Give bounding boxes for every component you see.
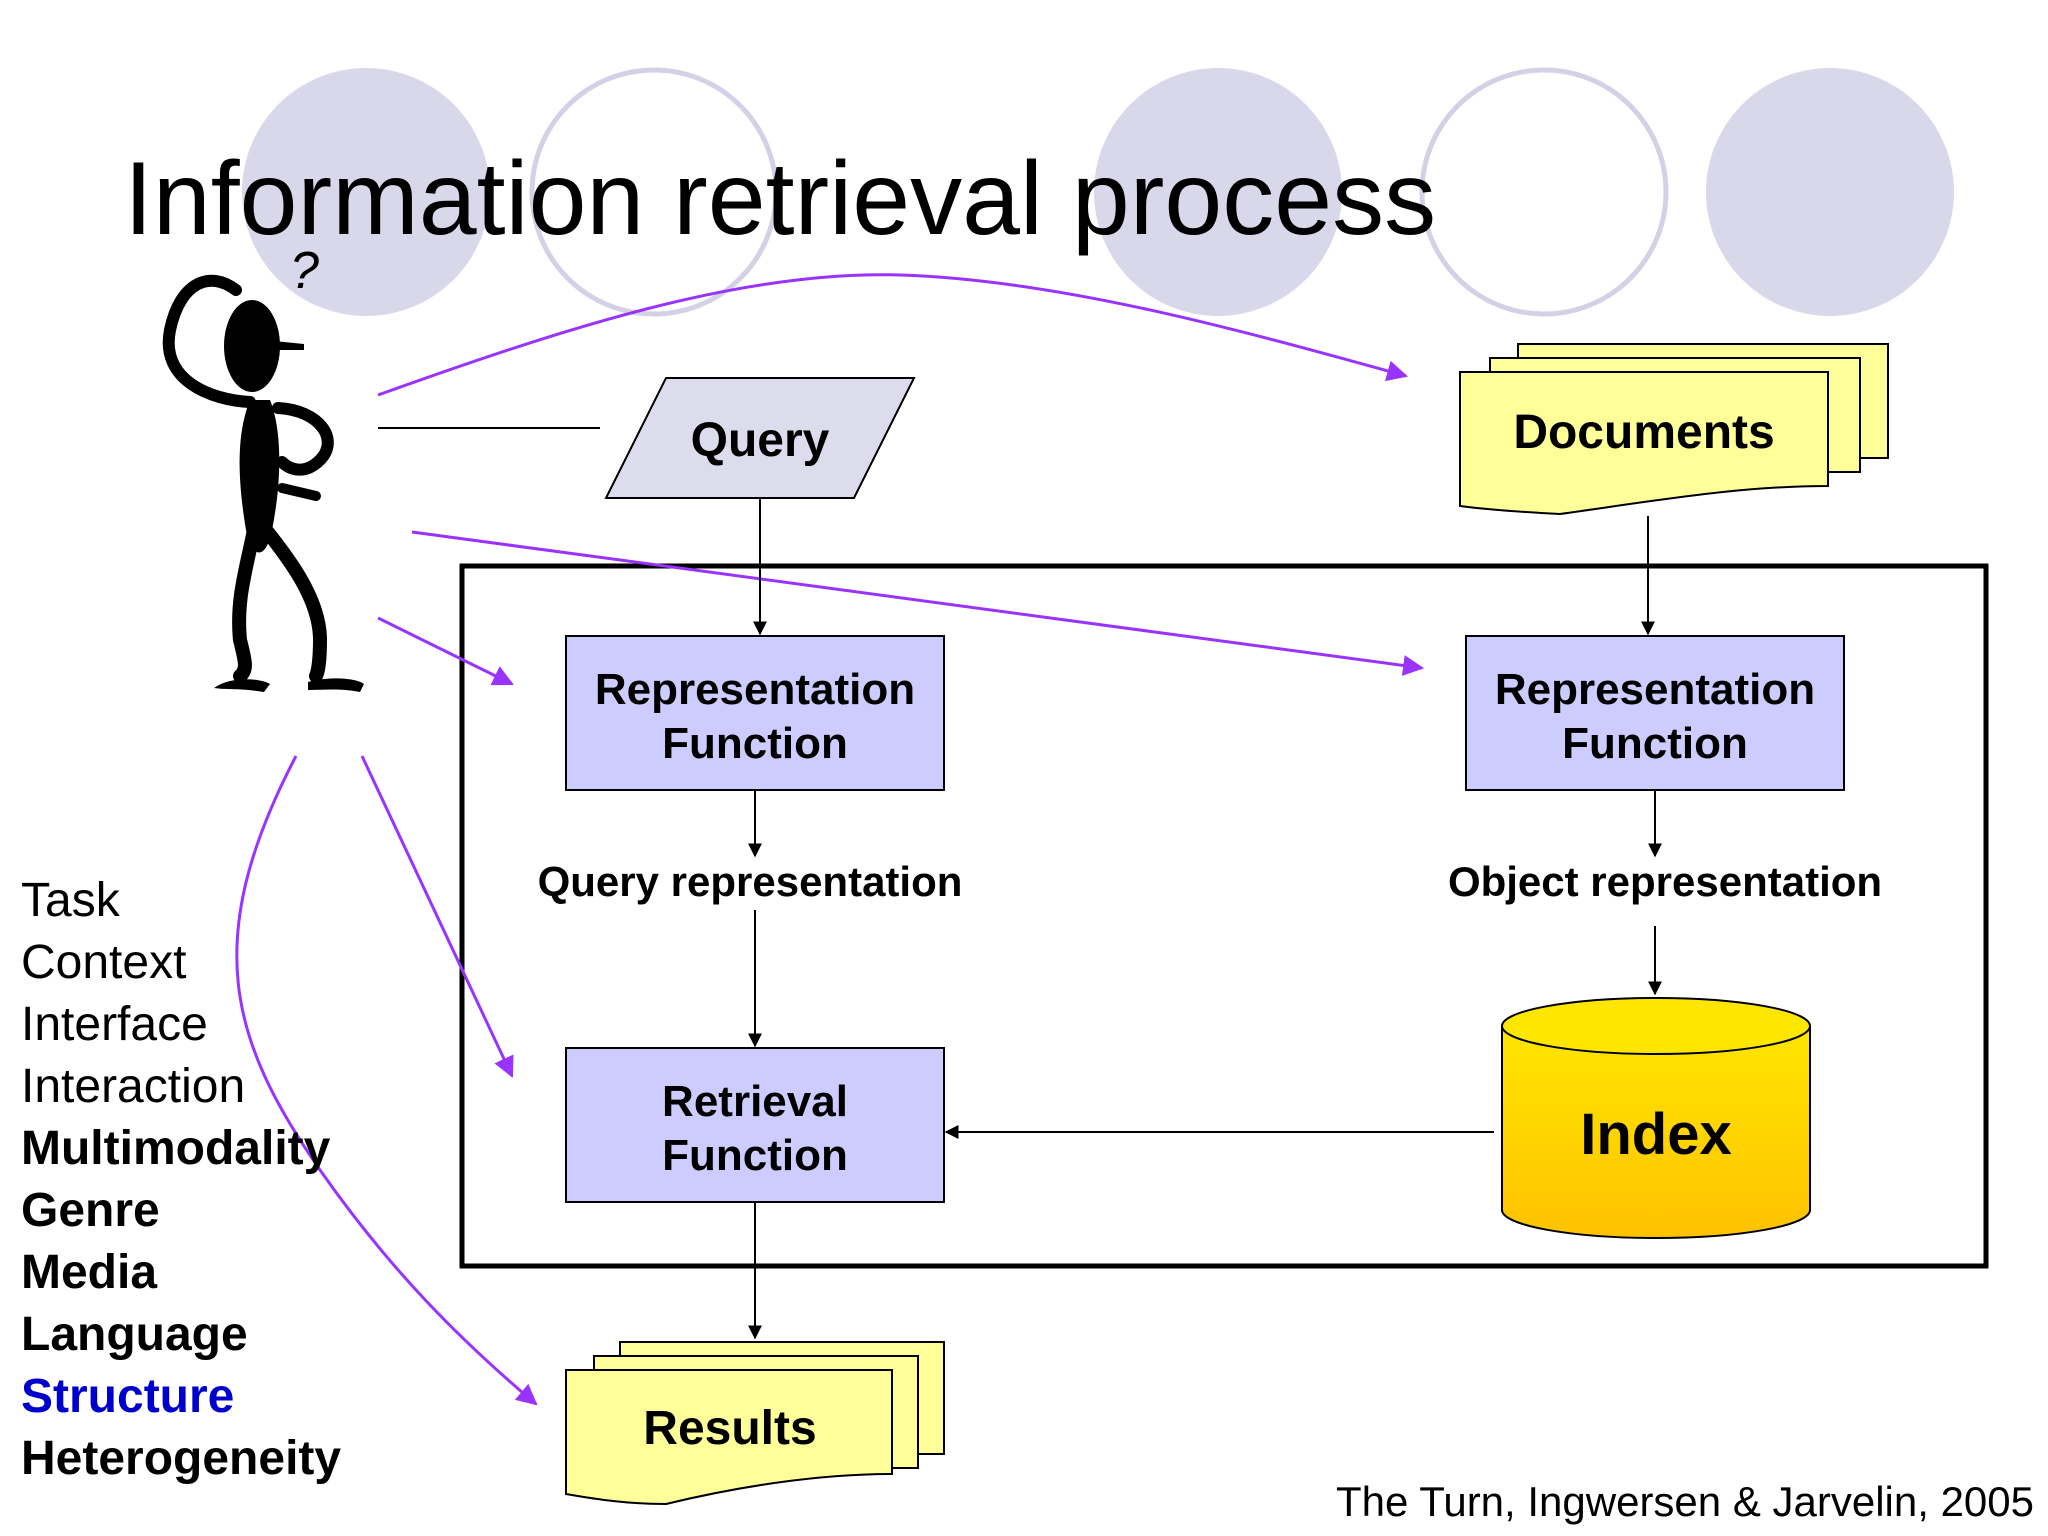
retrieval-fn-box [565, 1047, 945, 1203]
object-repr-fn-line-2: Function [1562, 719, 1748, 768]
factor-item-genre: Genre [21, 1184, 160, 1237]
user-to-query-repr-arrow [377, 616, 514, 686]
index-shape [1501, 1026, 1811, 1239]
query-shape [604, 377, 916, 499]
results-node: Results [565, 1341, 945, 1506]
user-head [224, 300, 280, 392]
user-relations [235, 273, 1425, 1406]
factor-item-interface: Interface [21, 998, 208, 1051]
index-label: Index [1580, 1102, 1732, 1167]
flow-arrows [748, 498, 1662, 1340]
decor-circle-5 [1706, 68, 1954, 316]
index-top [1501, 997, 1811, 1055]
query-node: Query [604, 377, 916, 499]
system-boundary [459, 563, 1989, 1269]
documents-shape [1459, 371, 1829, 516]
query-repr-fn-line-1: Representation [595, 665, 915, 714]
factor-item-structure: Structure [21, 1370, 235, 1423]
documents-label: Documents [1513, 406, 1774, 459]
results-label: Results [643, 1402, 816, 1455]
factor-item-media: Media [21, 1246, 158, 1299]
retrieval-fn-line-2: Function [662, 1131, 848, 1180]
object-repr-fn-line-1: Representation [1495, 665, 1815, 714]
query-label: Query [691, 414, 830, 467]
citation: The Turn, Ingwersen & Jarvelin, 2005 [1335, 1478, 2034, 1525]
factor-item-multimodality: Multimodality [21, 1122, 331, 1175]
query-representation-function-node: Representation Function [565, 635, 945, 791]
object-representation-label: Object representation [1448, 858, 1882, 905]
retrieval-function-node: Retrieval Function [565, 1047, 945, 1203]
factor-item-interaction: Interaction [21, 1060, 246, 1113]
slide-title: Information retrieval process [124, 141, 1437, 257]
retrieval-fn-line-1: Retrieval [662, 1077, 848, 1126]
factor-item-language: Language [21, 1308, 248, 1361]
user-to-documents-arrow [377, 273, 1409, 397]
decor-circle-1 [242, 68, 490, 316]
results-shape [565, 1369, 893, 1506]
factor-item-task: Task [21, 874, 120, 927]
object-repr-fn-box [1465, 635, 1845, 791]
index-node: Index [1501, 997, 1811, 1239]
user-question-mark: ? [290, 242, 319, 300]
user-figure: ? [162, 242, 364, 692]
decor-circle-2 [529, 67, 779, 317]
factor-item-context: Context [21, 936, 187, 989]
query-repr-fn-box [565, 635, 945, 791]
user-to-object-repr-arrow [411, 530, 1425, 676]
decorative-circles [242, 67, 1954, 317]
object-representation-function-node: Representation Function [1465, 635, 1845, 791]
decor-circle-4 [1419, 67, 1669, 317]
query-repr-fn-line-2: Function [662, 719, 848, 768]
documents-node: Documents [1459, 343, 1889, 516]
user-to-retrieval-arrow [360, 755, 514, 1078]
decor-circle-3 [1094, 68, 1342, 316]
query-representation-label: Query representation [538, 858, 963, 905]
user-to-results-arrow [235, 755, 538, 1406]
factor-item-heterogeneity: Heterogeneity [21, 1432, 342, 1485]
